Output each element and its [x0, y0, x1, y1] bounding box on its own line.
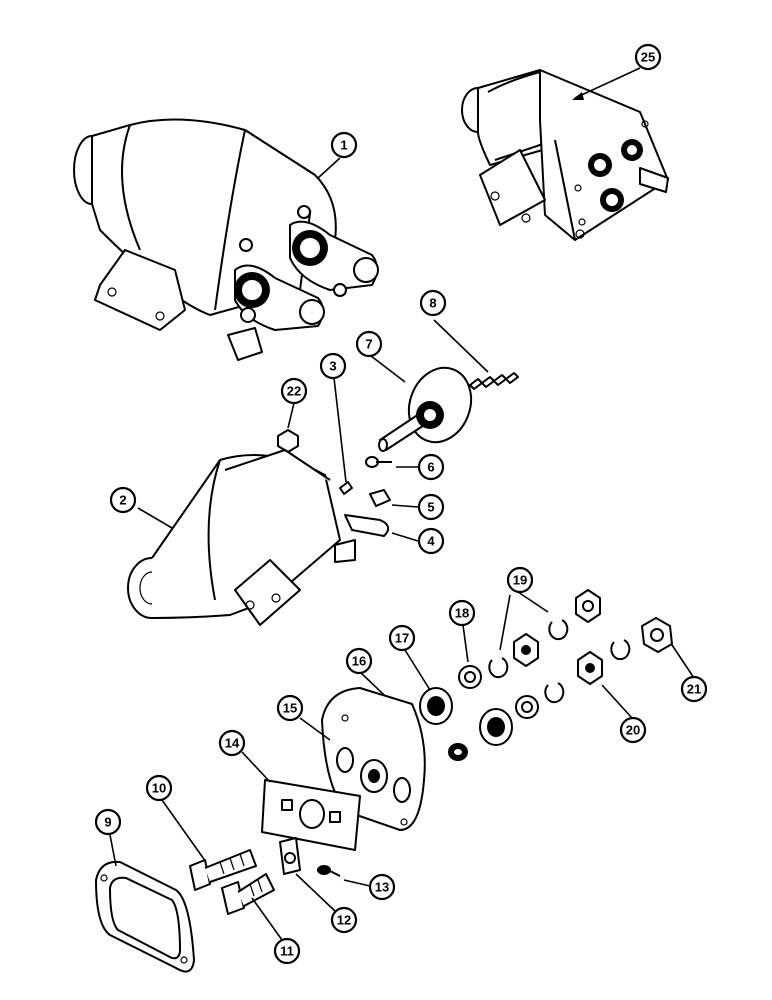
- svg-text:22: 22: [287, 384, 301, 399]
- svg-text:16: 16: [352, 654, 366, 669]
- part-14-insulator: [261, 779, 361, 851]
- svg-text:15: 15: [283, 701, 297, 716]
- svg-text:1: 1: [340, 138, 347, 153]
- svg-text:5: 5: [427, 500, 434, 515]
- callout-3: 3: [319, 352, 347, 380]
- callout-8: 8: [419, 289, 447, 317]
- svg-text:12: 12: [337, 913, 351, 928]
- callout-5: 5: [417, 493, 445, 521]
- callout-15: 15: [276, 694, 304, 722]
- callout-20: 20: [619, 716, 647, 744]
- callout-14: 14: [218, 729, 246, 757]
- part-10-bolt: [189, 849, 257, 891]
- callout-11: 11: [273, 937, 301, 965]
- svg-text:11: 11: [280, 944, 294, 959]
- svg-text:10: 10: [152, 781, 166, 796]
- part-3-screw: [339, 481, 353, 495]
- callout-13: 13: [368, 873, 396, 901]
- svg-text:18: 18: [455, 606, 469, 621]
- part-4-strap: [344, 514, 390, 537]
- callout-4: 4: [417, 527, 445, 555]
- svg-text:8: 8: [429, 296, 436, 311]
- callout-9: 9: [94, 808, 122, 836]
- svg-text:13: 13: [375, 880, 389, 895]
- part-22-nut: [277, 429, 299, 453]
- svg-text:21: 21: [687, 682, 701, 697]
- svg-text:17: 17: [395, 631, 409, 646]
- callout-18: 18: [448, 599, 476, 627]
- callout-16: 16: [345, 647, 373, 675]
- part-13-screw: [317, 865, 341, 877]
- svg-text:14: 14: [225, 736, 240, 751]
- svg-text:6: 6: [427, 460, 434, 475]
- part-25-solenoid: [461, 69, 669, 241]
- callout-19: 19: [506, 566, 534, 594]
- svg-text:20: 20: [626, 723, 640, 738]
- svg-text:7: 7: [365, 337, 372, 352]
- part-11-bolt: [221, 873, 275, 915]
- callout-17: 17: [388, 624, 416, 652]
- part-7-plunger: [378, 366, 473, 452]
- callout-21: 21: [680, 675, 708, 703]
- callout-6: 6: [417, 453, 445, 481]
- svg-text:25: 25: [641, 50, 655, 65]
- part-12-clip: [279, 837, 301, 875]
- part-9-gasket: [95, 860, 195, 973]
- part-2-solenoid-body: [127, 449, 356, 626]
- svg-text:3: 3: [329, 359, 336, 374]
- svg-text:19: 19: [513, 573, 527, 588]
- part-1-solenoid: [73, 118, 379, 361]
- callout-10: 10: [145, 774, 173, 802]
- callout-1: 1: [330, 131, 358, 159]
- svg-text:4: 4: [427, 534, 435, 549]
- part-6-screw: [365, 456, 392, 468]
- callout-7: 7: [355, 330, 383, 358]
- svg-text:2: 2: [119, 493, 126, 508]
- callout-12: 12: [330, 906, 358, 934]
- callout-25: 25: [634, 43, 662, 71]
- svg-text:9: 9: [104, 815, 111, 830]
- part-15-plate: [321, 687, 426, 831]
- part-5-clip: [369, 489, 391, 507]
- part-8-spring: [469, 372, 519, 390]
- callout-2: 2: [109, 486, 137, 514]
- callout-22: 22: [280, 377, 308, 405]
